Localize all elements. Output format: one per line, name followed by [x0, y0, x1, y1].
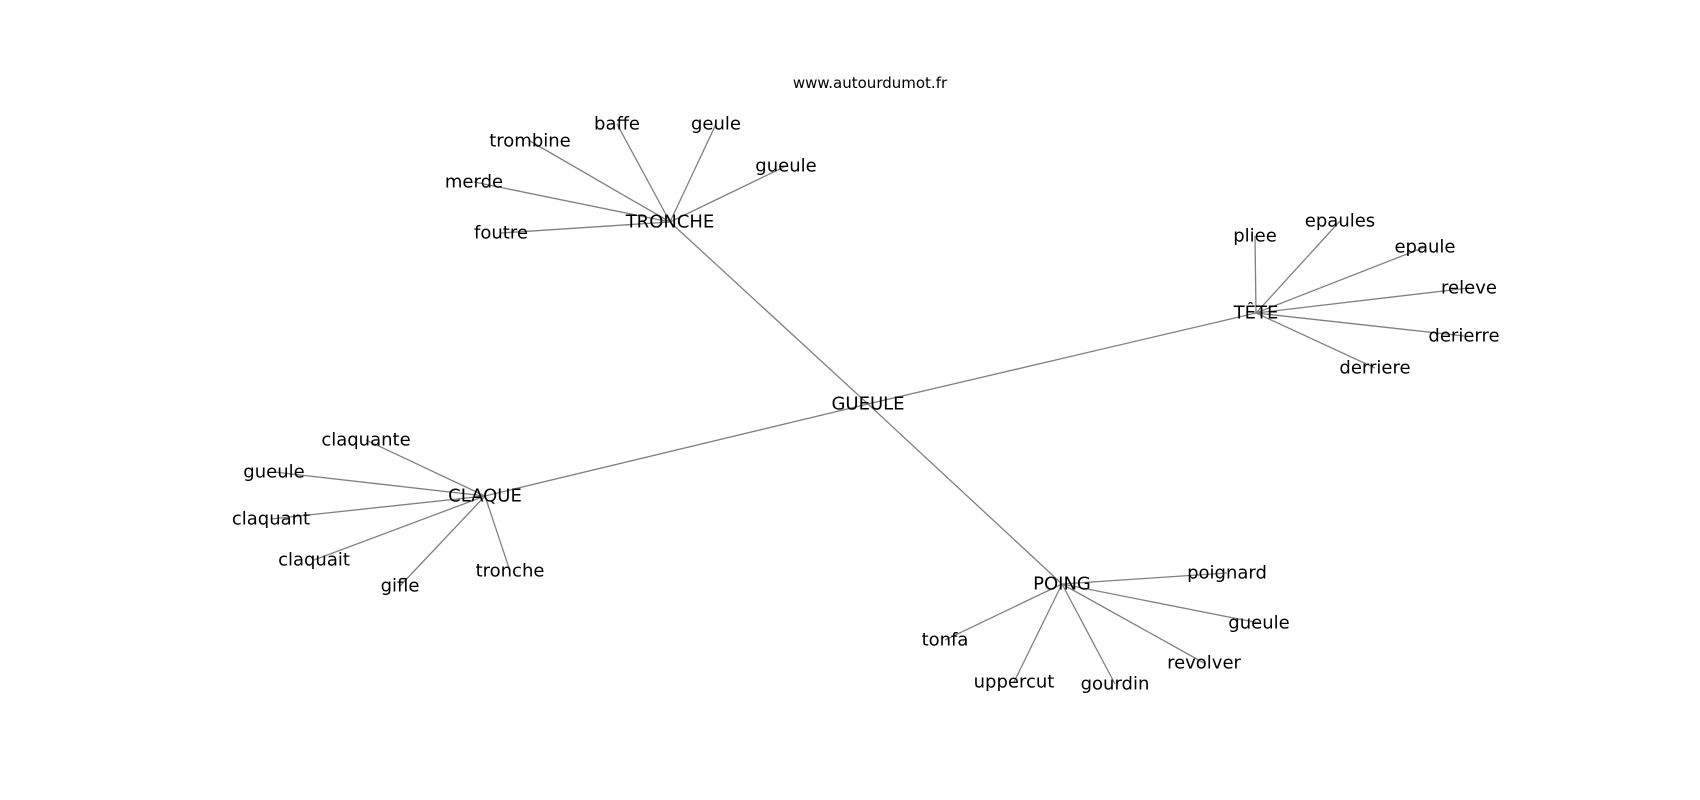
edges: [270, 123, 1470, 685]
node-claque-claquant[interactable]: claquant: [232, 509, 310, 530]
node-claque[interactable]: CLAQUE: [448, 486, 522, 507]
node-root-gueule[interactable]: GUEULE: [831, 394, 904, 415]
edge-claque-gueule: [273, 471, 486, 497]
node-tete-releve[interactable]: releve: [1441, 278, 1497, 299]
edge-tronche-merde: [473, 181, 671, 223]
edge-tete-pliee: [1254, 235, 1257, 314]
edge-claque-tronche: [484, 495, 511, 572]
edge-tronche-gueule: [669, 165, 787, 223]
edge-tete-epaules: [1255, 220, 1341, 314]
edge-tronche-trombine: [529, 140, 671, 223]
node-tronche-geule[interactable]: geule: [691, 114, 741, 135]
node-tronche-gueule[interactable]: gueule: [755, 156, 816, 177]
edge-poing-tonfa: [944, 583, 1063, 641]
node-claque-claquait[interactable]: claquait: [278, 550, 350, 571]
node-poing-revolver[interactable]: revolver: [1167, 653, 1241, 674]
node-tronche-merde[interactable]: merde: [445, 172, 503, 193]
node-poing-gourdin[interactable]: gourdin: [1081, 674, 1150, 695]
node-poing-poignard[interactable]: poignard: [1187, 563, 1267, 584]
edge-tronche-foutre: [500, 221, 671, 234]
node-tete-derierre[interactable]: derierre: [1428, 326, 1499, 347]
node-tete[interactable]: TÊTE: [1233, 302, 1279, 324]
node-poing-uppercut[interactable]: uppercut: [974, 672, 1055, 693]
node-claque-gifle[interactable]: gifle: [381, 576, 420, 597]
node-tronche-baffe[interactable]: baffe: [594, 114, 640, 135]
node-tete-pliee[interactable]: pliee: [1233, 226, 1277, 247]
edge-poing-poignard: [1061, 572, 1228, 585]
edge-root-poing: [867, 403, 1063, 585]
edge-claque-claquant: [270, 495, 486, 520]
labels: GUEULE TRONCHE foutre merde trombine baffe geu…: [232, 114, 1500, 695]
edge-tronche-geule: [669, 123, 717, 223]
edge-tete-derriere: [1255, 312, 1376, 369]
node-tete-epaule[interactable]: epaule: [1394, 237, 1455, 258]
edge-root-tete: [867, 312, 1257, 405]
node-poing-gueule[interactable]: gueule: [1228, 613, 1289, 634]
edge-tronche-baffe: [616, 123, 671, 223]
node-claque-claquante[interactable]: claquante: [321, 430, 410, 451]
edge-poing-gueule: [1061, 583, 1260, 624]
edge-tete-releve: [1255, 287, 1470, 314]
node-tete-derriere[interactable]: derriere: [1339, 358, 1410, 379]
edge-poing-uppercut: [1013, 583, 1063, 683]
node-poing-tonfa[interactable]: tonfa: [922, 630, 969, 651]
edge-tete-derierre: [1255, 312, 1465, 337]
node-tronche-trombine[interactable]: trombine: [489, 131, 571, 152]
node-poing[interactable]: POING: [1033, 574, 1091, 595]
edge-claque-gifle: [399, 495, 486, 587]
site-watermark: www.autourdumot.fr: [793, 74, 948, 92]
edge-tete-epaule: [1255, 246, 1426, 314]
edge-root-tronche: [669, 221, 869, 405]
edge-claque-claquait: [313, 495, 486, 561]
edge-poing-revolver: [1061, 583, 1205, 664]
edge-claque-claquante: [365, 439, 486, 497]
node-claque-gueule[interactable]: gueule: [243, 462, 304, 483]
node-tronche[interactable]: TRONCHE: [625, 212, 715, 233]
node-tete-epaules[interactable]: epaules: [1305, 211, 1375, 232]
node-tronche-foutre[interactable]: foutre: [474, 223, 528, 244]
edge-root-claque: [484, 403, 869, 497]
edge-poing-gourdin: [1061, 583, 1116, 685]
node-claque-tronche[interactable]: tronche: [476, 561, 545, 582]
